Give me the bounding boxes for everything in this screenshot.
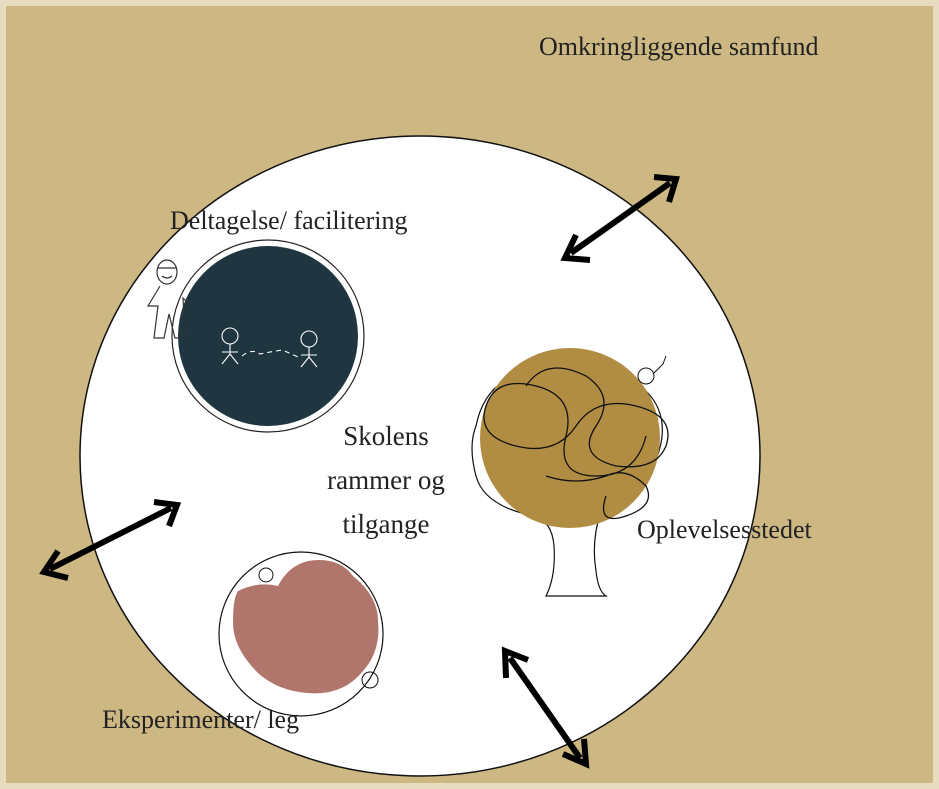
center-label-line: Skolens <box>306 414 466 458</box>
participation-label: Deltagelse/ facilitering <box>170 208 408 234</box>
outer-label: Omkringliggende samfund <box>539 34 818 60</box>
center-label-line: tilgange <box>306 502 466 546</box>
center-label: Skolens rammer og tilgange <box>306 414 466 546</box>
center-label-line: rammer og <box>306 458 466 502</box>
diagram-canvas: Omkringliggende samfund Deltagelse/ faci… <box>6 6 933 783</box>
diagram-drawing <box>6 6 933 783</box>
experiment-label: Eksperimenter/ leg <box>102 707 299 733</box>
experience-circle <box>480 348 660 528</box>
experience-label: Oplevelsesstedet <box>637 517 812 543</box>
participation-circle <box>178 246 358 426</box>
